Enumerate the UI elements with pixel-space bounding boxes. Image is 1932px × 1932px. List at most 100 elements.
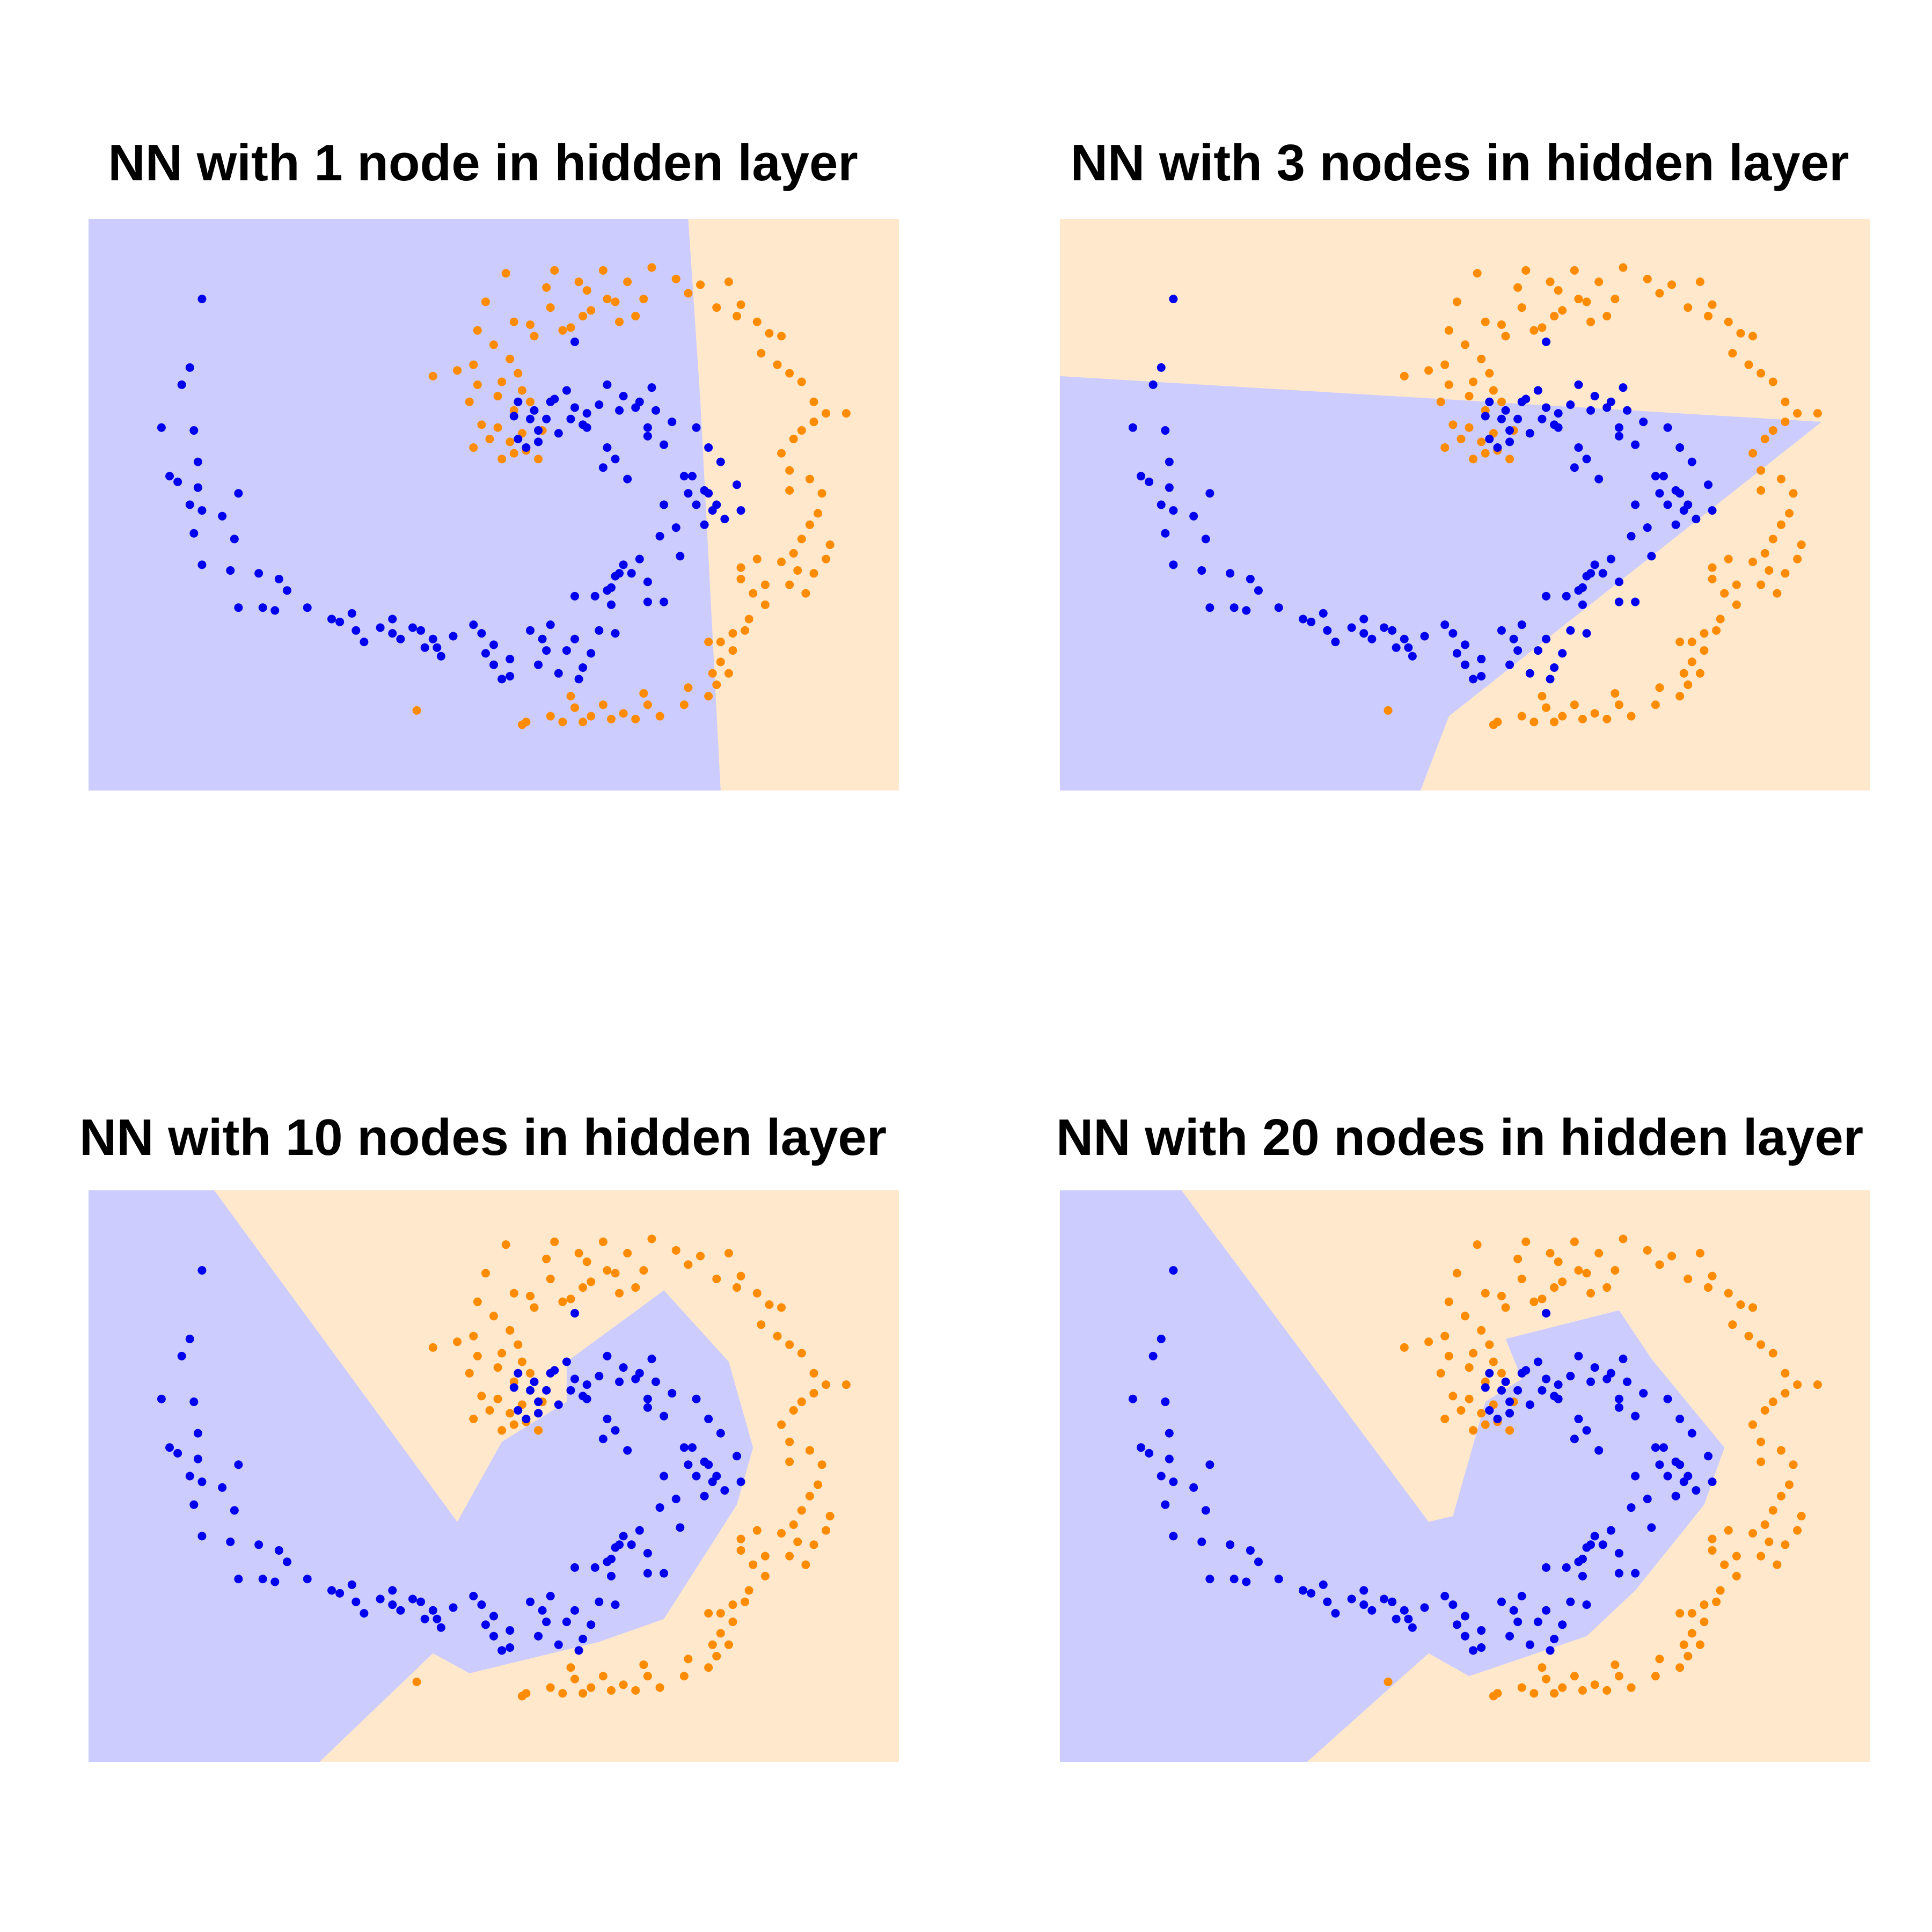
point-class-2: [643, 1672, 652, 1681]
point-class-1: [704, 443, 713, 452]
point-class-1: [660, 1411, 669, 1421]
point-class-1: [562, 386, 571, 395]
point-class-1: [611, 572, 620, 581]
point-class-2: [1732, 580, 1741, 589]
point-class-1: [1546, 1646, 1555, 1655]
point-class-2: [619, 1680, 628, 1689]
point-class-1: [189, 529, 199, 538]
point-class-1: [185, 1472, 194, 1481]
point-class-1: [554, 429, 563, 438]
point-class-1: [1675, 443, 1685, 452]
point-class-1: [1307, 617, 1316, 626]
point-class-1: [258, 603, 267, 612]
point-class-2: [465, 1368, 474, 1378]
point-class-2: [579, 1283, 588, 1292]
point-class-2: [1651, 1672, 1660, 1681]
point-class-2: [1497, 1368, 1506, 1378]
point-class-2: [412, 1677, 421, 1686]
point-class-2: [1781, 418, 1790, 427]
point-class-2: [1655, 683, 1664, 692]
point-class-1: [660, 500, 669, 509]
point-class-1: [1307, 1589, 1316, 1598]
point-class-1: [590, 591, 599, 601]
point-class-2: [598, 1237, 608, 1246]
point-class-2: [809, 418, 818, 427]
point-class-2: [1781, 397, 1790, 406]
point-class-2: [805, 1446, 814, 1455]
point-class-1: [1659, 472, 1668, 481]
point-class-2: [1489, 1692, 1498, 1701]
point-class-2: [1655, 289, 1664, 298]
point-class-2: [469, 1331, 478, 1341]
point-class-1: [477, 1600, 486, 1609]
point-class-2: [1594, 1249, 1604, 1258]
point-class-1: [1230, 603, 1239, 612]
point-class-2: [1517, 712, 1526, 721]
point-class-1: [1675, 1415, 1685, 1423]
point-class-2: [623, 277, 632, 287]
point-class-1: [598, 1435, 608, 1444]
point-class-1: [570, 1606, 579, 1615]
point-class-2: [1521, 1237, 1531, 1246]
point-class-2: [489, 1312, 498, 1321]
panel-2-plot-area: [1060, 219, 1870, 791]
point-class-2: [469, 360, 478, 369]
point-class-2: [1781, 1540, 1790, 1549]
point-class-1: [562, 1357, 571, 1366]
point-class-2: [716, 1629, 725, 1638]
point-class-2: [744, 1586, 753, 1595]
point-class-2: [631, 1686, 640, 1695]
point-class-1: [185, 1334, 194, 1343]
point-class-2: [785, 466, 794, 475]
point-class-1: [570, 1374, 579, 1384]
point-class-1: [692, 1394, 701, 1403]
point-class-1: [1493, 443, 1502, 452]
point-class-1: [538, 1606, 547, 1615]
point-class-1: [542, 414, 551, 423]
point-class-1: [619, 392, 628, 401]
point-class-1: [1606, 554, 1615, 564]
point-class-1: [1533, 1357, 1542, 1366]
point-class-1: [1619, 1355, 1628, 1364]
point-class-2: [1558, 712, 1567, 721]
point-class-2: [817, 489, 826, 498]
point-class-1: [1525, 429, 1534, 438]
point-class-1: [1165, 457, 1174, 466]
point-class-1: [197, 295, 207, 304]
point-class-1: [173, 477, 182, 486]
point-class-1: [360, 1609, 369, 1618]
point-class-2: [671, 1246, 680, 1255]
point-class-2: [805, 474, 814, 484]
point-class-2: [1444, 326, 1453, 335]
point-class-2: [684, 1655, 693, 1664]
point-class-1: [1299, 1586, 1307, 1595]
point-class-1: [595, 400, 604, 409]
point-class-1: [619, 1532, 628, 1541]
point-class-2: [1720, 1560, 1729, 1569]
point-class-1: [1197, 566, 1206, 575]
point-class-1: [579, 663, 588, 672]
point-class-2: [639, 1266, 648, 1275]
point-class-1: [611, 1426, 620, 1435]
point-class-1: [1631, 597, 1640, 606]
point-class-1: [1205, 1575, 1214, 1584]
point-class-1: [514, 435, 523, 444]
point-class-1: [1274, 603, 1283, 612]
point-class-2: [1797, 1512, 1806, 1521]
point-class-2: [708, 669, 717, 678]
point-class-1: [1582, 572, 1591, 581]
point-class-2: [1757, 580, 1766, 589]
point-class-1: [1319, 1580, 1328, 1589]
point-class-1: [1509, 634, 1518, 643]
point-class-2: [825, 540, 835, 550]
point-class-1: [1542, 634, 1550, 643]
point-class-2: [542, 1254, 551, 1263]
point-class-2: [797, 426, 806, 435]
point-class-2: [809, 569, 818, 578]
point-class-2: [708, 1640, 717, 1649]
point-class-2: [550, 266, 559, 275]
point-class-1: [1663, 1472, 1672, 1481]
point-class-1: [274, 1546, 283, 1555]
point-class-1: [579, 1635, 588, 1644]
point-class-2: [1695, 277, 1704, 287]
